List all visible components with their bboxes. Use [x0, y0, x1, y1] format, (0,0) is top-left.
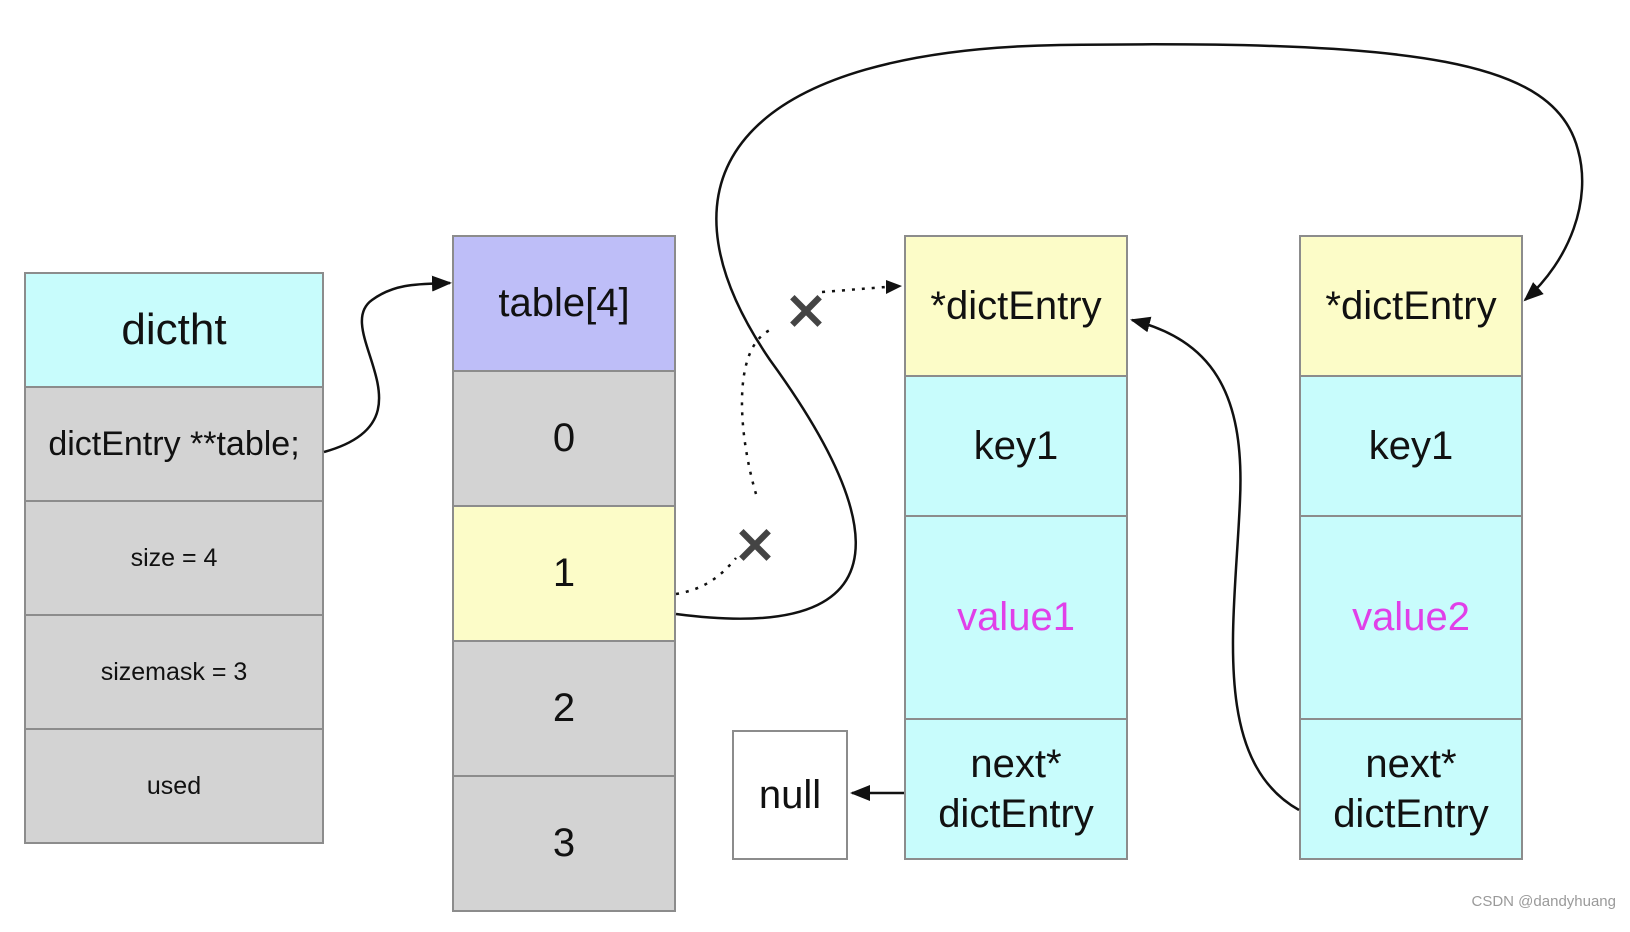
entry1-head: *dictEntry: [904, 235, 1128, 377]
dictht-used-field: used: [24, 728, 324, 844]
arrow-table-pointer: [323, 275, 452, 454]
table-slot-3: 3: [452, 775, 676, 912]
entry1-value: value1: [904, 515, 1128, 720]
removed-cross-icon: ×: [732, 512, 777, 575]
table-slot-2: 2: [452, 640, 676, 777]
entry1-next: next* dictEntry: [904, 718, 1128, 860]
table-slot-0: 0: [452, 370, 676, 507]
dictht-title: dictht: [24, 272, 324, 388]
watermark: CSDN @dandyhuang: [1471, 893, 1616, 910]
entry2-head: *dictEntry: [1299, 235, 1523, 377]
null-box: null: [732, 730, 848, 860]
arrow-entry2-next-to-entry1: [1130, 316, 1300, 812]
removed-cross-icon: ×: [783, 278, 828, 341]
entry2-next: next* dictEntry: [1299, 718, 1523, 860]
entry2-value: value2: [1299, 515, 1523, 720]
dictht-size-field: size = 4: [24, 500, 324, 616]
table-title: table[4]: [452, 235, 676, 372]
entry2-key: key1: [1299, 375, 1523, 517]
dictht-sizemask-field: sizemask = 3: [24, 614, 324, 730]
arrow-slot1-to-entry2: [675, 43, 1584, 620]
